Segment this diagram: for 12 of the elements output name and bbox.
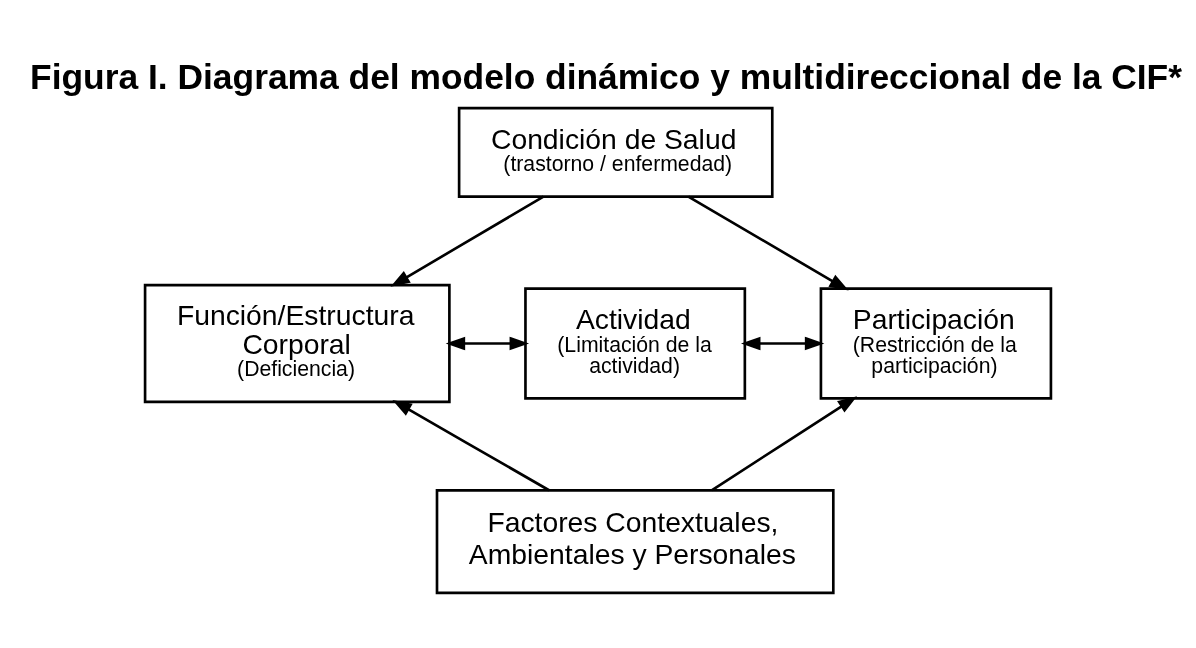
- arrow: [711, 396, 858, 492]
- node-box: Función/Estructura Corporal (Deficiencia): [143, 283, 451, 404]
- arrow: [741, 336, 825, 351]
- node-box: Factores Contextuales, Ambientales y Personales: [435, 489, 835, 595]
- diagram-title: Figura I. Diagrama del modelo dinámico y multidireccional de la CIF*: [30, 56, 1182, 96]
- node-box: Condición de Salud (trastorno / enfermedad): [457, 106, 774, 198]
- arrow: [392, 400, 550, 492]
- node-box: Actividad (Limitación de la actividad): [524, 287, 747, 400]
- arrow: [445, 336, 530, 351]
- arrow: [687, 195, 849, 291]
- node-box: Participación (Restricción de la participación): [819, 287, 1053, 400]
- arrow: [390, 195, 545, 287]
